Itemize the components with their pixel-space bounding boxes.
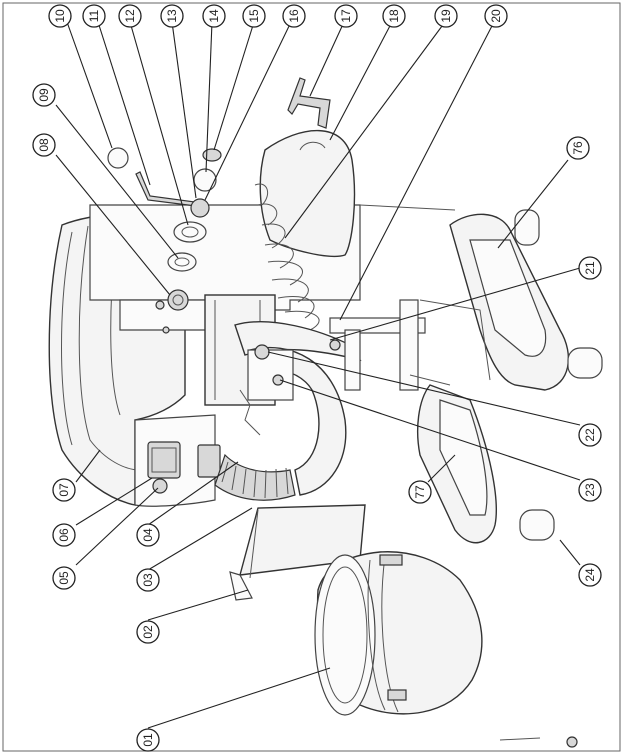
svg-text:22: 22 <box>583 428 597 442</box>
bowl-lift <box>234 299 426 496</box>
svg-text:11: 11 <box>87 9 101 22</box>
shaft-assembly <box>107 147 222 311</box>
svg-text:04: 04 <box>141 528 155 542</box>
corner-mark <box>499 736 578 748</box>
callout-22: 22 <box>578 423 602 447</box>
svg-text:13: 13 <box>165 9 179 23</box>
leader-77 <box>427 454 456 483</box>
machine-drawing <box>48 77 603 716</box>
callout-12: 12 <box>118 4 142 28</box>
leader-lines <box>55 21 581 729</box>
leader-10 <box>66 21 113 149</box>
leader-08 <box>55 154 171 296</box>
svg-text:12: 12 <box>123 9 137 23</box>
leader-24 <box>559 539 581 566</box>
leader-04 <box>147 461 239 526</box>
callout-14: 14 <box>202 4 226 28</box>
callouts: 01 02 03 04 05 06 07 08 09 10 11 <box>32 4 602 752</box>
callout-09: 09 <box>32 83 56 107</box>
leader-11 <box>97 21 151 186</box>
svg-text:20: 20 <box>489 9 503 23</box>
callout-10: 10 <box>48 4 72 28</box>
leader-16 <box>204 21 292 201</box>
svg-text:21: 21 <box>583 261 597 275</box>
svg-text:06: 06 <box>57 528 71 542</box>
leader-03 <box>147 507 253 571</box>
leader-09 <box>55 104 179 259</box>
svg-text:24: 24 <box>583 568 597 582</box>
svg-text:76: 76 <box>571 141 585 155</box>
callout-08: 08 <box>32 133 56 157</box>
base-legs <box>359 204 603 544</box>
leader-21 <box>329 267 581 341</box>
svg-text:15: 15 <box>247 9 261 23</box>
callout-76: 76 <box>566 136 590 160</box>
callout-01: 01 <box>136 728 160 752</box>
svg-text:09: 09 <box>37 88 51 102</box>
leader-19 <box>284 21 446 239</box>
callout-05: 05 <box>52 566 76 590</box>
svg-text:02: 02 <box>141 625 155 639</box>
leader-18 <box>329 21 393 141</box>
svg-text:18: 18 <box>387 9 401 23</box>
callout-24: 24 <box>578 563 602 587</box>
svg-text:07: 07 <box>57 483 71 497</box>
svg-text:01: 01 <box>141 733 155 747</box>
leader-17 <box>309 21 345 97</box>
leader-05 <box>75 487 159 566</box>
leader-07 <box>75 449 101 483</box>
leader-13 <box>171 21 197 199</box>
callout-03: 03 <box>136 568 160 592</box>
callout-23: 23 <box>578 478 602 502</box>
svg-text:08: 08 <box>37 138 51 152</box>
svg-text:10: 10 <box>53 9 67 23</box>
svg-text:19: 19 <box>439 9 453 23</box>
callout-16: 16 <box>282 4 306 28</box>
callout-07: 07 <box>52 478 76 502</box>
svg-text:03: 03 <box>141 573 155 587</box>
callout-17: 17 <box>334 4 358 28</box>
callout-15: 15 <box>242 4 266 28</box>
leader-23 <box>279 379 581 481</box>
bowl-guard <box>254 77 356 331</box>
bowl-arm <box>229 504 366 601</box>
callout-21: 21 <box>578 256 602 280</box>
callout-20: 20 <box>484 4 508 28</box>
callout-13: 13 <box>160 4 184 28</box>
callout-19: 19 <box>434 4 458 28</box>
svg-text:14: 14 <box>207 9 221 23</box>
svg-text:16: 16 <box>287 9 301 23</box>
svg-text:23: 23 <box>583 483 597 497</box>
leader-12 <box>129 21 189 226</box>
leader-06 <box>75 477 153 526</box>
leader-76 <box>497 159 569 249</box>
leader-22 <box>267 351 581 426</box>
svg-text:17: 17 <box>339 9 353 23</box>
callout-11: 11 <box>82 4 106 28</box>
leader-20 <box>339 21 495 321</box>
flexible-hose <box>214 453 296 501</box>
callout-02: 02 <box>136 620 160 644</box>
callout-77: 77 <box>408 480 432 504</box>
callout-18: 18 <box>382 4 406 28</box>
svg-text:77: 77 <box>413 485 427 499</box>
leader-01 <box>147 667 331 729</box>
svg-text:05: 05 <box>57 571 71 585</box>
leader-02 <box>147 589 249 621</box>
mixing-bowl <box>314 551 483 716</box>
leader-14 <box>205 21 213 173</box>
callout-06: 06 <box>52 523 76 547</box>
leader-15 <box>213 21 255 151</box>
callout-04: 04 <box>136 523 160 547</box>
